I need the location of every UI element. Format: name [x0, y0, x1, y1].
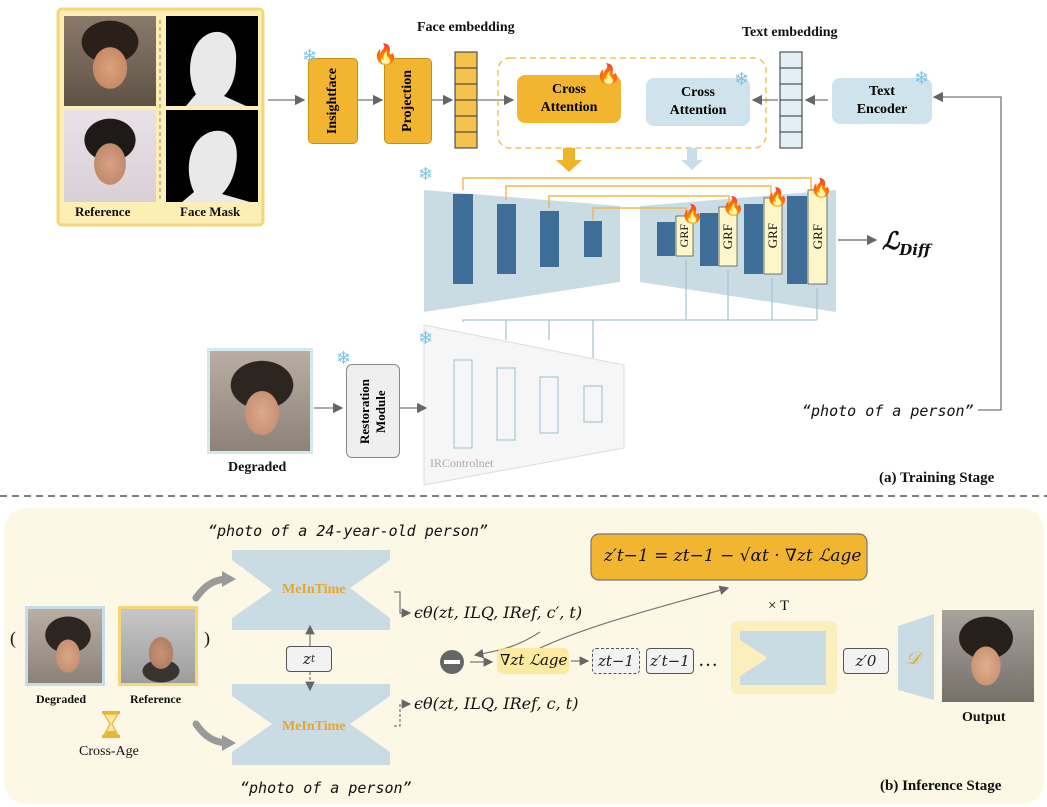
prompt-plain: “photo of a person”: [240, 779, 412, 797]
degraded-label-training: Degraded: [228, 460, 287, 475]
degraded-photo-training: [207, 348, 313, 454]
output-label: Output: [962, 710, 1006, 725]
z-prev-box: zt−1: [592, 648, 640, 674]
times-t-label: × T: [768, 598, 790, 614]
snowflake-icon: ❄: [418, 164, 434, 185]
degraded-label-inference: Degraded: [36, 692, 86, 706]
inference-stage-label: (b) Inference Stage: [880, 778, 1002, 794]
insightface-box: Insightface: [308, 58, 358, 144]
meintime-top-label: MeInTime: [282, 582, 346, 597]
text-encoder-box: Text Encoder: [832, 78, 932, 124]
meintime-bottom-shape: [232, 684, 390, 765]
reference-label-inference: Reference: [130, 692, 182, 706]
projection-label: Projection: [400, 70, 415, 132]
flame-icon: 🔥: [722, 196, 745, 217]
snowflake-icon: ❄: [302, 46, 318, 67]
ellipsis: …: [698, 649, 718, 671]
decoder-shape: [898, 614, 934, 700]
snowflake-icon: ❄: [734, 69, 750, 90]
projection-box: Projection: [384, 58, 432, 144]
insightface-label: Insightface: [325, 67, 340, 135]
flame-icon: 🔥: [373, 42, 398, 66]
ircontrolnet-shape: [423, 324, 625, 486]
flame-icon: 🔥: [681, 204, 704, 225]
restoration-module-box: Restoration Module: [346, 364, 400, 458]
training-stage-label: (a) Training Stage: [879, 470, 995, 486]
snowflake-icon: ❄: [914, 68, 930, 89]
face-mask-young: [166, 16, 258, 106]
degraded-photo-inference: [25, 606, 105, 686]
small-unet-shape: [740, 631, 826, 685]
meintime-bottom-label: MeInTime: [282, 719, 346, 734]
gradient-term: ∇zt ℒage: [500, 651, 568, 669]
paren-close: ): [204, 628, 210, 648]
hourglass-icon: [102, 711, 120, 738]
face-mask-label: Face Mask: [180, 204, 241, 219]
face-mask-old: [166, 110, 258, 202]
epsilon-top: ϵθ(zt, ILQ, IRef, c′, t): [414, 603, 583, 622]
epsilon-bottom: ϵθ(zt, ILQ, IRef, c, t): [414, 694, 579, 713]
output-photo: [942, 610, 1034, 702]
ircontrolnet-label: IRControlnet: [430, 456, 494, 470]
face-embedding-stack: [454, 51, 478, 149]
update-equation-box: [590, 533, 868, 581]
z0-prime-box: z′0: [843, 648, 889, 674]
grf-label-3: GRF: [765, 223, 780, 249]
grf-label-4: GRF: [809, 224, 825, 250]
update-equation: z′t−1 = zt−1 − √αt · ∇zt ℒage: [604, 546, 862, 566]
snowflake-icon: ❄: [418, 328, 434, 349]
reference-label: Reference: [75, 204, 131, 219]
reference-photo-inference: [118, 606, 198, 686]
prompt-training: “photo of a person”: [802, 402, 974, 420]
snowflake-icon: ❄: [336, 348, 352, 369]
text-embedding-stack: [779, 51, 803, 149]
flame-icon: 🔥: [810, 178, 833, 199]
meintime-top-shape: [232, 550, 390, 630]
cross-attention-trainable: Cross Attention: [517, 75, 621, 123]
prompt-age: “photo of a 24-year-old person”: [208, 522, 488, 540]
loss-diff: ℒDiff: [882, 226, 931, 259]
attention-group: [497, 57, 767, 149]
text-embedding-label: Text embedding: [742, 25, 838, 40]
reference-photo-young: [64, 16, 156, 106]
restoration-module-label: Restoration Module: [357, 378, 388, 444]
paren-open: (: [10, 628, 16, 648]
reference-photo-old: [64, 110, 156, 202]
z-prev-prime-box: z′t−1: [646, 648, 694, 674]
flame-icon: 🔥: [766, 187, 789, 208]
flame-icon: 🔥: [596, 62, 621, 86]
face-embedding-label: Face embedding: [417, 20, 515, 35]
cross-age-label: Cross-Age: [79, 744, 139, 759]
minus-circle-icon: [440, 650, 464, 674]
cross-attention-frozen: Cross Attention: [646, 78, 750, 126]
decoder-label: 𝒟: [906, 648, 921, 669]
